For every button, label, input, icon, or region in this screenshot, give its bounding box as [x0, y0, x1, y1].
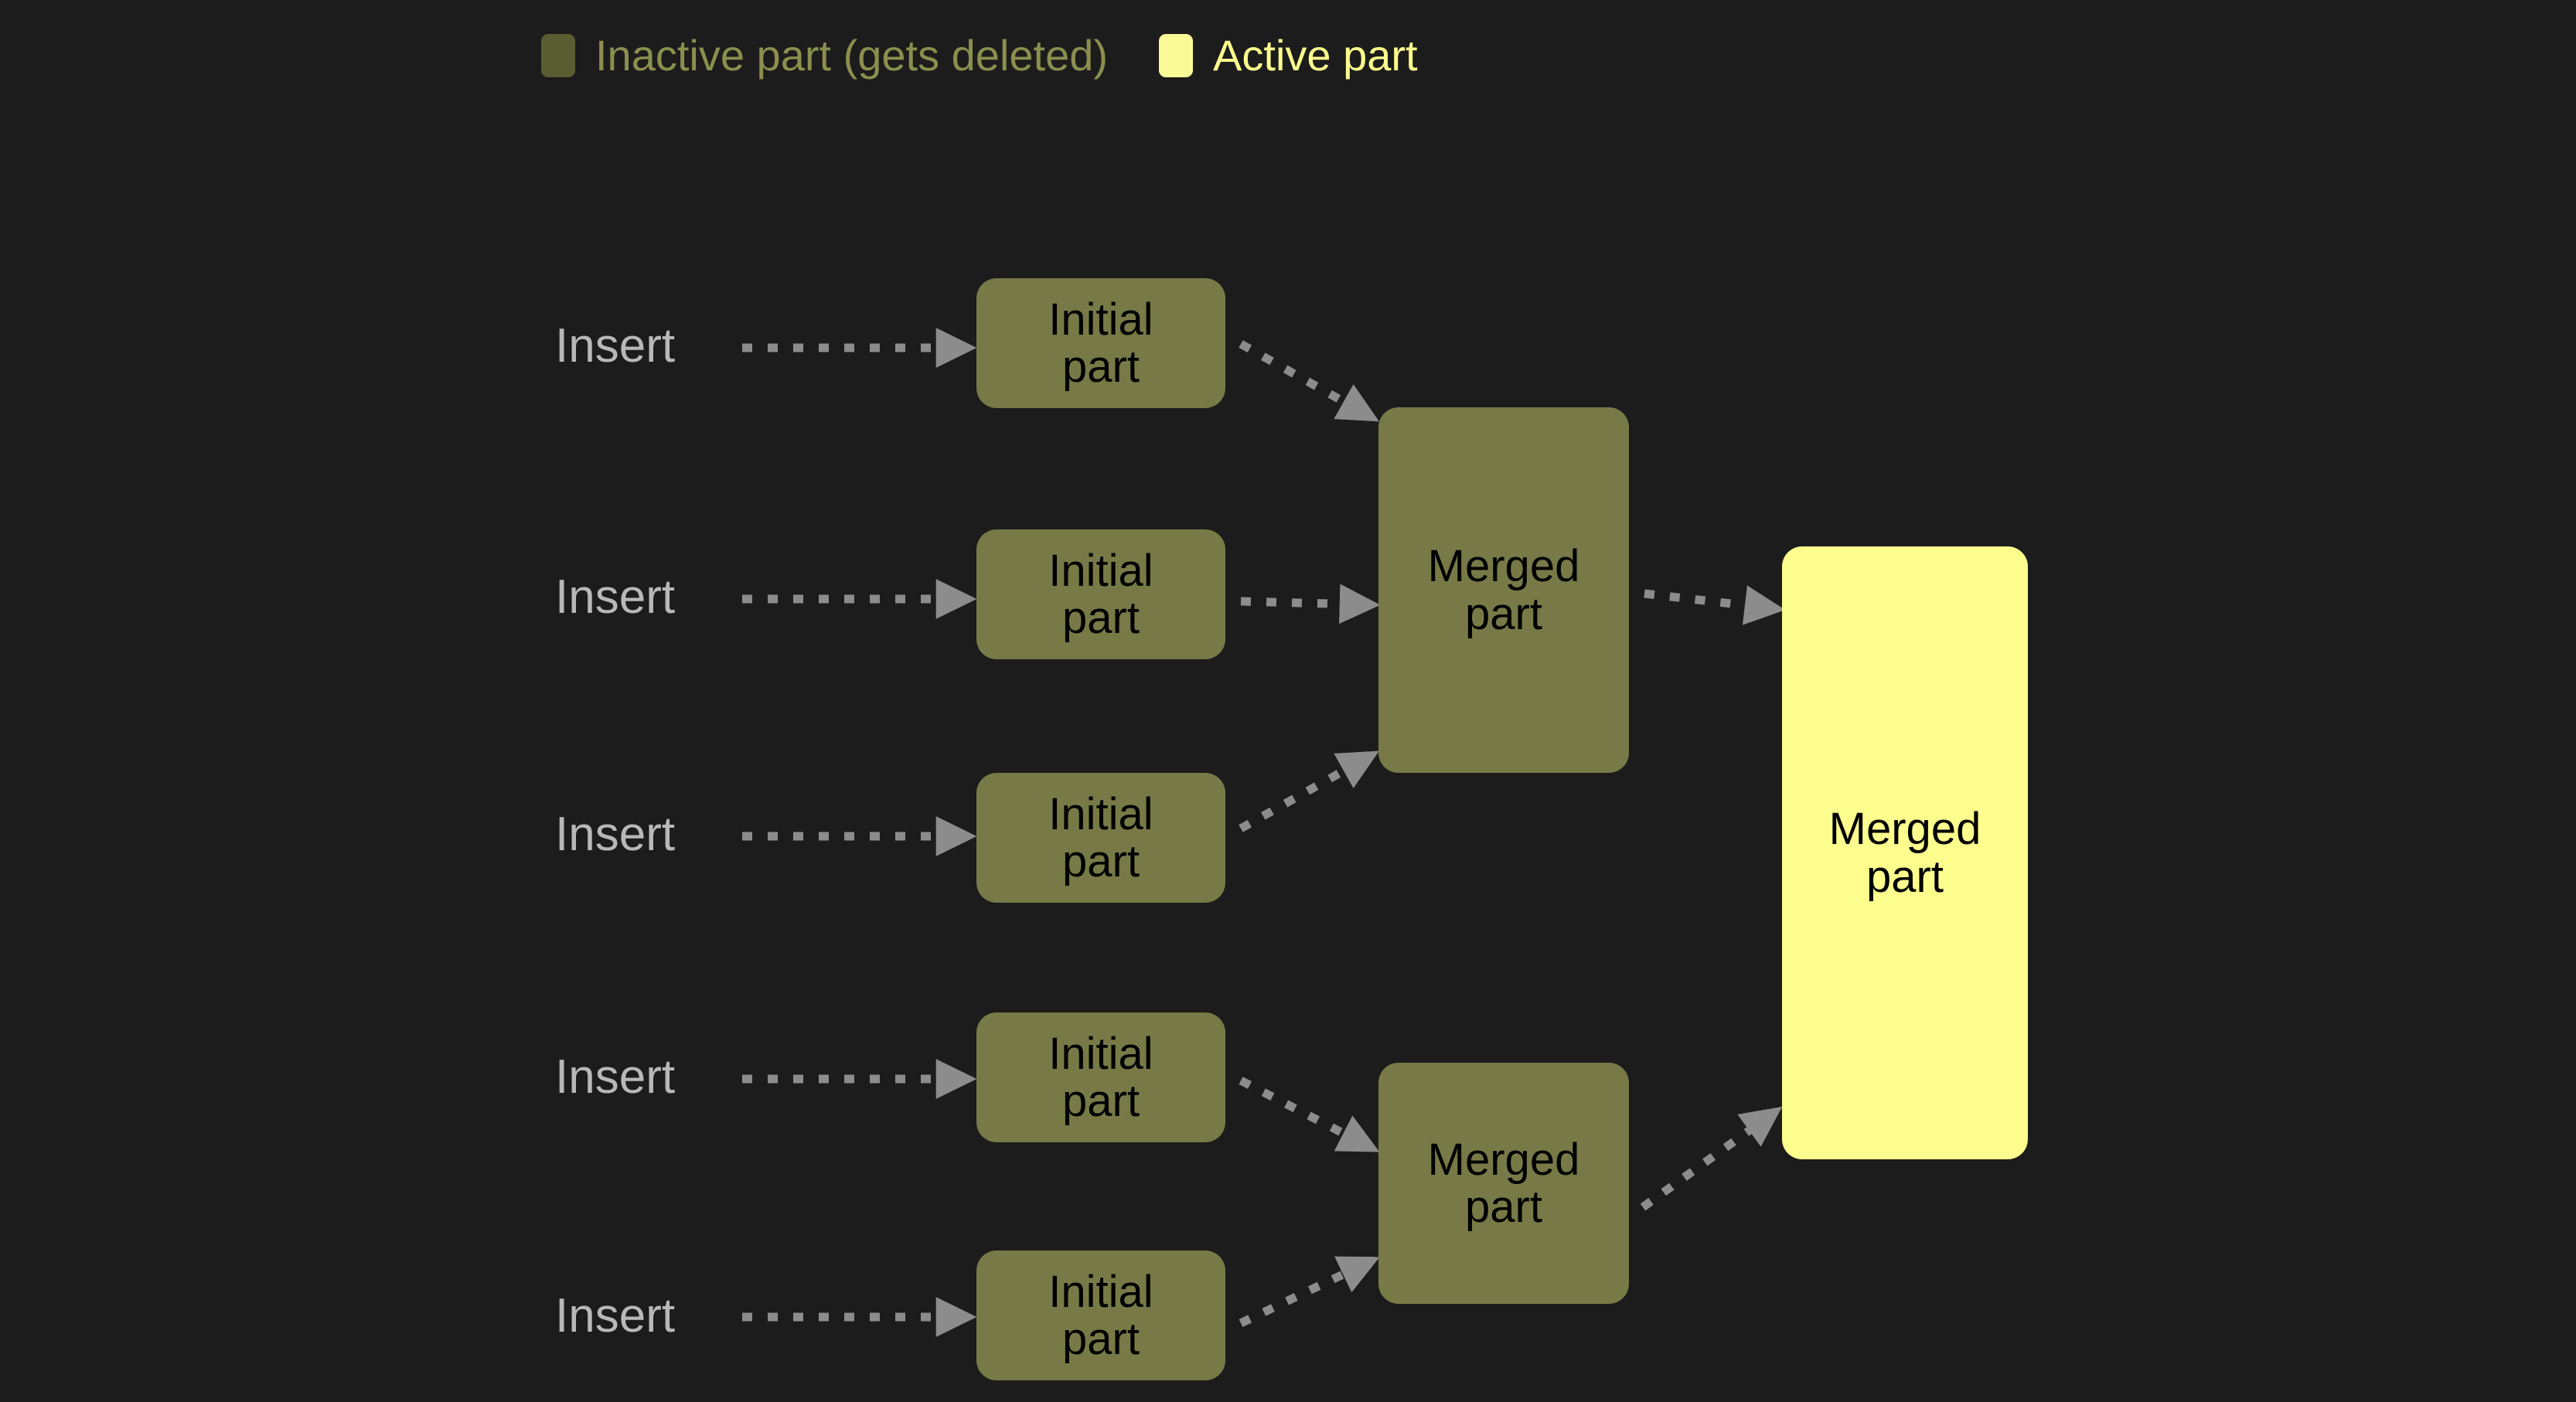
node-merged-part-top[interactable]: Merged part: [1378, 407, 1629, 773]
node-merged-part-active[interactable]: Merged part: [1782, 546, 2028, 1159]
node-label-line1: Initial: [1048, 294, 1153, 345]
insert-label-1: Insert: [555, 319, 676, 373]
node-label-line1: Initial: [1048, 788, 1153, 839]
node-label-line2: part: [1465, 588, 1542, 639]
node-label-line2: part: [1465, 1182, 1542, 1232]
insert-label-4: Insert: [555, 1050, 676, 1104]
legend: Inactive part (gets deleted) Active part: [541, 22, 1418, 90]
legend-label-active: Active part: [1213, 31, 1418, 80]
node-initial-part-1[interactable]: Initial part: [976, 278, 1225, 408]
arrow-initial-2-to-merged-top: [1240, 584, 1381, 624]
insert-label-2: Insert: [555, 570, 676, 624]
node-initial-part-5[interactable]: Initial part: [976, 1251, 1225, 1380]
arrow-initial-5-to-merged-bottom: [1239, 1256, 1380, 1327]
node-label-line2: part: [1062, 593, 1140, 643]
node-label-line2: part: [1062, 1314, 1140, 1364]
node-label-line1: Initial: [1048, 1028, 1153, 1079]
legend-label-inactive: Inactive part (gets deleted): [595, 31, 1109, 80]
node-label-line2: part: [1866, 851, 1944, 902]
legend-item-inactive: Inactive part (gets deleted): [541, 34, 1108, 77]
node-label-line2: part: [1062, 1076, 1140, 1126]
node-label-line1: Initial: [1048, 545, 1153, 596]
node-label-line1: Merged: [1427, 541, 1580, 592]
arrow-initial-4-to-merged-bottom: [1239, 1077, 1380, 1152]
legend-item-active: Active part: [1159, 34, 1418, 77]
insert-label-3: Insert: [555, 808, 676, 861]
active-color-swatch-icon: [1159, 34, 1194, 77]
node-label-line1: Initial: [1048, 1266, 1153, 1317]
node-initial-part-4[interactable]: Initial part: [976, 1012, 1225, 1142]
node-label-line2: part: [1062, 342, 1140, 392]
arrow-initial-1-to-merged-top: [1239, 340, 1379, 422]
arrow-merged-top-to-merged-active: [1644, 585, 1786, 625]
arrow-initial-3-to-merged-top: [1239, 750, 1379, 832]
node-initial-part-3[interactable]: Initial part: [976, 773, 1225, 903]
insert-label-5: Insert: [555, 1289, 676, 1342]
node-label-line2: part: [1062, 836, 1140, 886]
inactive-color-swatch-icon: [541, 34, 575, 77]
node-merged-part-bottom[interactable]: Merged part: [1378, 1063, 1629, 1304]
node-initial-part-2[interactable]: Initial part: [976, 529, 1225, 659]
node-label-line1: Merged: [1828, 804, 1981, 855]
arrow-merged-bottom-to-merged-active: [1640, 1106, 1783, 1211]
node-label-line1: Merged: [1427, 1134, 1580, 1185]
